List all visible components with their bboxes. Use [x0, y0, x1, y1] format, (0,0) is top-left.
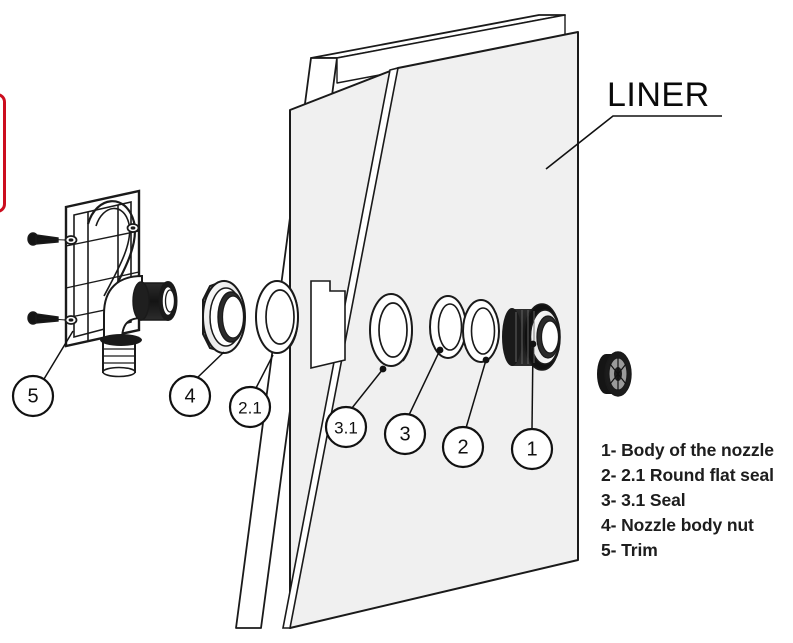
callout-2-1-label: 2.1	[238, 399, 262, 418]
legend-item: 5- Trim	[601, 540, 658, 560]
callout-5-label: 5	[27, 386, 38, 408]
wall-penetration-cutout	[310, 280, 346, 370]
callout-2-1[interactable]: 2.1	[228, 385, 272, 429]
legend-item: 4- Nozzle body nut	[601, 515, 754, 535]
callout-3-1-label: 3.1	[334, 419, 358, 438]
callout-3-circle[interactable]	[383, 412, 427, 456]
part-1-nozzle-body	[502, 303, 561, 371]
part-3-1-seal	[369, 293, 413, 373]
callout-leader-lines	[43, 330, 534, 430]
callout-1[interactable]: 1	[510, 427, 554, 471]
elbow-nozzle-fitting	[100, 274, 178, 378]
liner-label: LINER	[607, 76, 710, 114]
callout-3[interactable]: 3	[383, 412, 427, 456]
part-4-nozzle-body-nut	[202, 279, 246, 354]
trim-mounting-screws	[27, 232, 67, 325]
callout-5[interactable]: 5	[11, 374, 55, 418]
legend-item: 3- 3.1 Seal	[601, 490, 686, 510]
liner-leader-line	[545, 115, 722, 170]
strainer-cap	[597, 351, 632, 397]
part-2-1-round-flat-seal	[255, 280, 299, 354]
callout-4-circle[interactable]	[168, 374, 212, 418]
legend-item: 2- 2.1 Round flat seal	[601, 465, 774, 485]
callout-5-circle[interactable]	[11, 374, 55, 418]
callout-3-1-circle[interactable]	[324, 405, 368, 449]
callout-4[interactable]: 4	[168, 374, 212, 418]
callout-2-circle[interactable]	[441, 425, 485, 469]
callout-2-1-circle[interactable]	[228, 385, 272, 429]
callout-4-label: 4	[184, 386, 195, 408]
callout-3-label: 3	[399, 424, 410, 446]
callout-3-1[interactable]: 3.1	[324, 405, 368, 449]
callout-2-label: 2	[457, 437, 468, 459]
callout-1-label: 1	[526, 439, 537, 461]
parts-legend: 1- Body of the nozzle 2- 2.1 Round flat …	[601, 438, 793, 563]
highlight-box	[0, 93, 6, 213]
legend-item: 1- Body of the nozzle	[601, 440, 774, 460]
callout-1-circle[interactable]	[510, 427, 554, 471]
callout-2[interactable]: 2	[441, 425, 485, 469]
part-3-seal	[429, 295, 467, 359]
part-2-round-flat-seal	[462, 299, 500, 364]
callout-bubble-group: 1 2 3 3.1 2.1 4 5	[11, 374, 554, 471]
